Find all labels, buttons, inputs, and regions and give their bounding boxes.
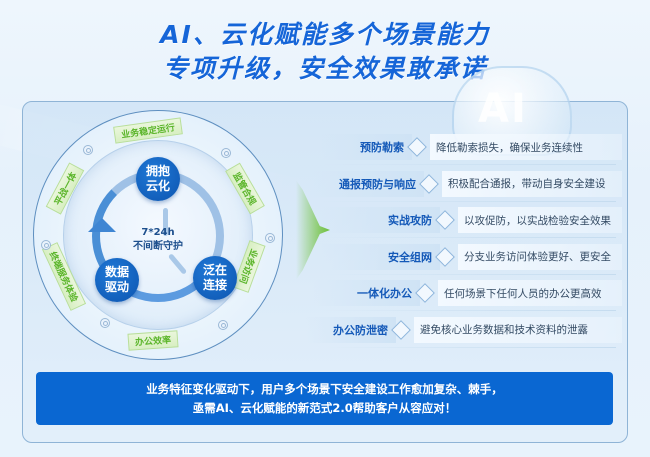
scenario-value: 任何场景下任何人员的办公更高效 (438, 280, 622, 306)
scenario-row: 安全组网 分支业务访问体验更好、更安全 (312, 243, 622, 275)
cycle-arrow-icon (88, 218, 116, 232)
ring-dot-icon (265, 233, 275, 243)
ring-dot-icon (100, 318, 110, 328)
scenario-key: 一体化办公 (312, 280, 420, 306)
node-ubiquitous-connection: 泛在连接 (193, 256, 237, 300)
ring-segment-office-efficiency: 办公效率 (127, 330, 179, 351)
ring-dot-icon (41, 240, 51, 250)
title-line-2: 专项升级，安全效果敢承诺 (162, 54, 487, 83)
node-data-driven: 数据驱动 (95, 258, 139, 302)
cycle-center-text: 7*24h 不间断守护 (133, 227, 183, 252)
scenario-key: 安全组网 (320, 243, 440, 270)
scenario-row: 预防勒索 降低勒索损失，确保业务连续性 (312, 133, 622, 165)
scenario-list: 预防勒索 降低勒索损失，确保业务连续性 通报预防与响应 积极配合通报，带动自身安… (306, 133, 622, 352)
scenario-row: 通报预防与响应 积极配合通报，带动自身安全建设 (312, 170, 622, 202)
banner-line-2: 亟需AI、云化赋能的新范式2.0帮助客户从容应对！ (192, 400, 457, 415)
ring-dot-icon (218, 320, 228, 330)
ring-dot-icon (221, 148, 231, 158)
scenario-row: 实战攻防 以攻促防，以实战检验安全效果 (312, 206, 622, 238)
clock-hand (163, 208, 168, 236)
cloud-ai-label: AI (478, 86, 528, 132)
banner-line-1: 业务特征变化驱动下，用户多个场景下安全建设工作愈加复杂、棘手， (146, 381, 503, 396)
scenario-value: 以攻促防，以实战检验安全效果 (458, 207, 622, 233)
summary-banner: 业务特征变化驱动下，用户多个场景下安全建设工作愈加复杂、棘手， 亟需AI、云化赋… (36, 372, 613, 425)
scenario-key: 预防勒索 (320, 134, 412, 160)
node-embrace-cloud: 拥抱云化 (136, 157, 180, 201)
scenario-row: 一体化办公 任何场景下任何人员的办公更高效 (312, 279, 622, 311)
scenario-row: 办公防泄密 避免核心业务数据和技术资料的泄露 (306, 316, 622, 348)
scenario-value: 降低勒索损失，确保业务连续性 (430, 134, 622, 160)
title-line-1: AI、云化赋能多个场景能力 (160, 20, 490, 49)
scenario-value: 避免核心业务数据和技术资料的泄露 (414, 316, 622, 343)
scenario-key: 办公防泄密 (306, 316, 396, 343)
scenario-value: 积极配合通报，带动自身安全建设 (442, 170, 622, 197)
page-title: AI、云化赋能多个场景能力 专项升级，安全效果敢承诺 (0, 18, 650, 86)
scenario-value: 分支业务访问体验更好、更安全 (458, 243, 622, 270)
scenario-key: 通报预防与响应 (312, 170, 424, 197)
ring-dot-icon (83, 145, 93, 155)
scenario-key: 实战攻防 (320, 207, 440, 233)
